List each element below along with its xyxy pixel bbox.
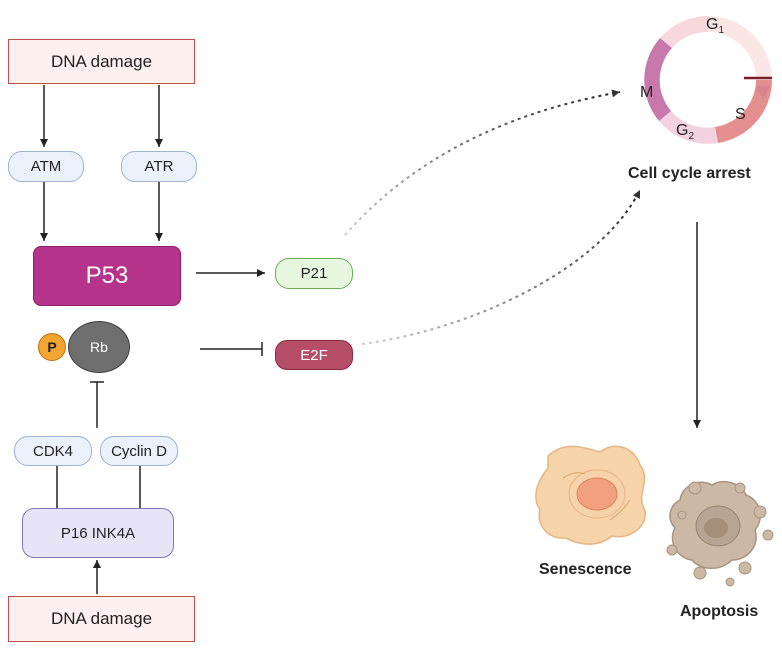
cdk4-node: CDK4	[14, 436, 92, 466]
atr-label: ATR	[144, 158, 174, 175]
g1-phase-label: G1	[706, 16, 724, 36]
p16-node: P16 INK4A	[22, 508, 174, 558]
cyclin-d-label: Cyclin D	[111, 442, 167, 460]
s-phase-label: S	[735, 106, 746, 123]
cell-cycle-arrest-label: Cell cycle arrest	[628, 165, 751, 182]
g1-subscript: 1	[718, 25, 725, 37]
dotted-arrow-p21-to-arrest	[344, 89, 621, 236]
inhibit-cdk-to-rb	[90, 381, 104, 428]
phosphate-label: P	[47, 339, 57, 355]
rb-node: Rb	[68, 321, 130, 373]
p16-label: P16 INK4A	[60, 524, 136, 542]
inhibit-rb-to-e2f	[200, 342, 263, 356]
g2-letter: G	[676, 122, 689, 139]
p21-node: P21	[275, 258, 353, 289]
e2f-node: E2F	[275, 340, 353, 370]
g2-subscript: 2	[688, 131, 695, 143]
cdk4-label: CDK4	[32, 442, 73, 460]
dotted-arrow-e2f-to-arrest	[361, 189, 641, 345]
g1-letter: G	[706, 16, 719, 33]
dna-damage-box-bottom: DNA damage	[8, 596, 195, 642]
p53-label: P53	[85, 262, 129, 289]
rb-label: Rb	[90, 339, 108, 355]
m-phase-label: M	[640, 84, 654, 101]
e2f-label: E2F	[300, 346, 328, 364]
dna-damage-bottom-label: DNA damage	[50, 609, 153, 628]
dna-damage-box-top: DNA damage	[8, 39, 195, 84]
cyclin-d-node: Cyclin D	[100, 436, 178, 466]
p53-node: P53	[33, 246, 181, 306]
p21-label: P21	[300, 265, 328, 282]
phosphate-node: P	[38, 333, 66, 361]
apoptosis-label: Apoptosis	[680, 603, 759, 620]
dna-damage-top-label: DNA damage	[50, 51, 153, 71]
atm-label: ATM	[30, 158, 62, 175]
g2-phase-label: G2	[676, 122, 694, 142]
atr-node: ATR	[121, 151, 197, 182]
senescence-label: Senescence	[539, 561, 632, 578]
atm-node: ATM	[8, 151, 84, 182]
